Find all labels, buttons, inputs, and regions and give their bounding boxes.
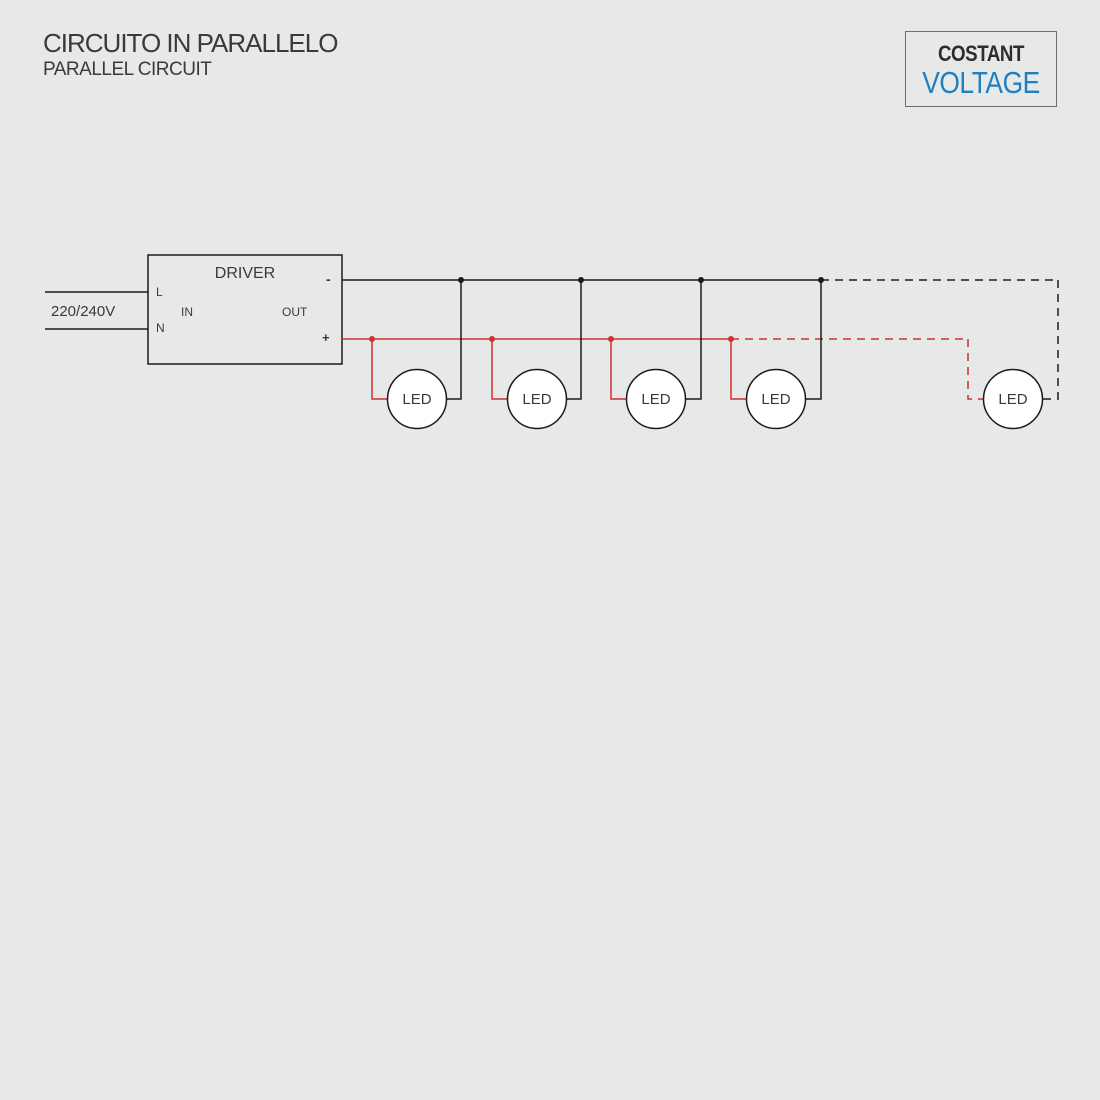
- negative-lead-dashed: [1043, 280, 1059, 400]
- driver-box: [147, 254, 343, 365]
- positive-lead: [730, 339, 746, 400]
- diagram-subtitle: PARALLEL CIRCUIT: [43, 59, 212, 80]
- led-symbol: [745, 368, 807, 430]
- led-label: LED: [998, 391, 1027, 408]
- negative-lead: [686, 280, 702, 400]
- led-branch-5-optional: LED: [967, 280, 1059, 430]
- driver-label: DRIVER: [215, 265, 275, 282]
- led-symbol: [982, 368, 1044, 430]
- positive-lead: [491, 339, 507, 400]
- led-branch-3: LED: [608, 277, 704, 430]
- badge-line2: VOLTAGE: [922, 65, 1040, 100]
- constant-voltage-badge: COSTANT VOLTAGE: [905, 31, 1057, 107]
- led-branch-2: LED: [489, 277, 584, 430]
- diagram-title: CIRCUITO IN PARALLELO: [43, 28, 338, 58]
- positive-lead: [610, 339, 626, 400]
- driver-terminal-l: L: [156, 285, 163, 299]
- negative-lead: [566, 280, 582, 400]
- led-label: LED: [641, 391, 670, 408]
- negative-lead: [806, 280, 822, 400]
- driver-in-label: IN: [181, 305, 193, 319]
- led-branch-4: LED: [728, 277, 824, 430]
- driver-terminal-minus: -: [326, 271, 331, 287]
- negative-lead: [446, 280, 462, 400]
- input-voltage-label: 220/240V: [51, 303, 115, 320]
- positive-lead-dashed: [967, 339, 984, 400]
- led-symbol: [625, 368, 687, 430]
- driver-out-label: OUT: [282, 305, 308, 319]
- driver-terminal-n: N: [156, 321, 165, 335]
- led-symbol: [386, 368, 448, 430]
- led-label: LED: [522, 391, 551, 408]
- driver-terminal-plus: +: [322, 330, 330, 345]
- led-symbol: [506, 368, 568, 430]
- positive-lead: [371, 339, 387, 400]
- led-branches: LED LED LED LED: [369, 277, 1059, 430]
- led-label: LED: [402, 391, 431, 408]
- badge-line1: COSTANT: [937, 41, 1025, 66]
- led-label: LED: [761, 391, 790, 408]
- led-branch-1: LED: [369, 277, 464, 430]
